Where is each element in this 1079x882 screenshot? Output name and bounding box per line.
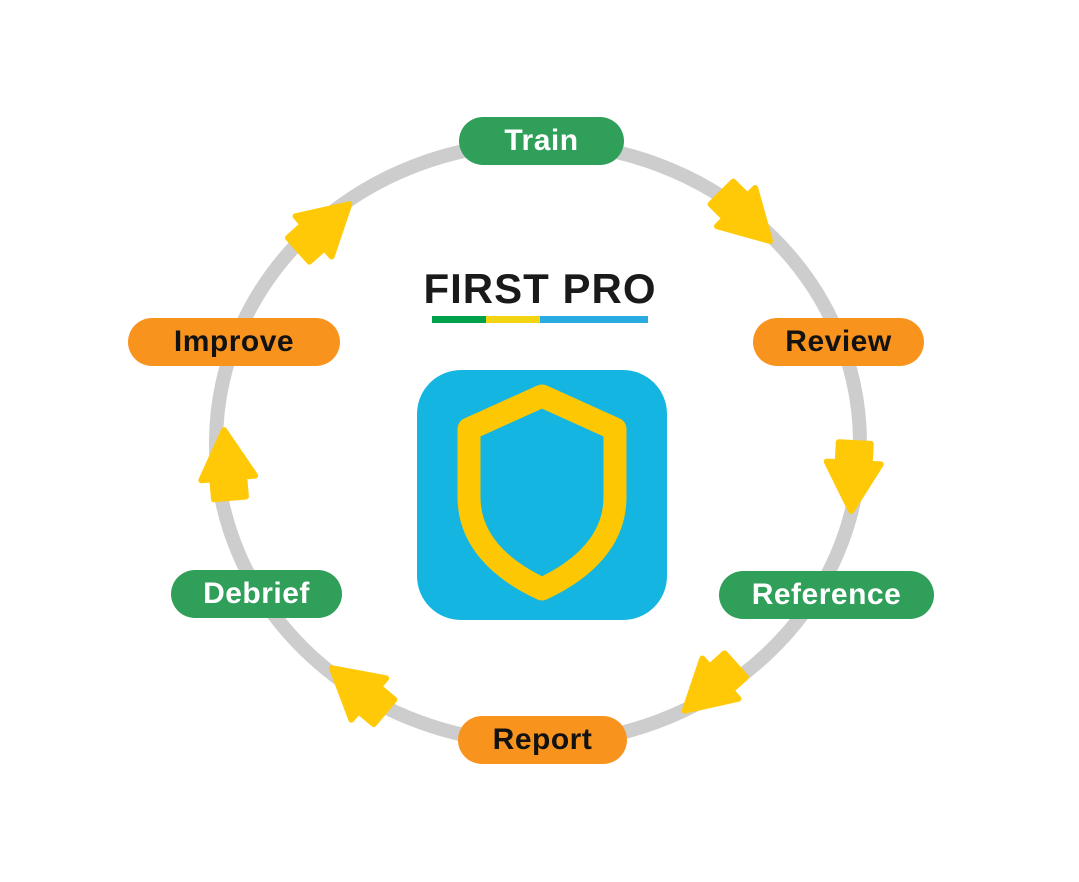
step-pill-train: Train <box>459 117 624 165</box>
underline-green-segment <box>432 316 486 323</box>
step-label-debrief: Debrief <box>203 577 310 610</box>
step-pill-review: Review <box>753 318 924 366</box>
shield-outline <box>457 384 627 601</box>
brand-block: FIRST PRO <box>324 266 756 323</box>
underline-blue-segment <box>540 316 648 323</box>
brand-underline <box>432 316 648 323</box>
brand-app-icon <box>417 370 667 620</box>
step-label-improve: Improve <box>173 325 295 358</box>
step-label-review: Review <box>785 325 892 358</box>
underline-yellow-segment <box>486 316 540 323</box>
flow-arrow-review-to-reference <box>823 439 884 514</box>
flow-arrow-improve-to-train <box>285 201 353 265</box>
step-pill-debrief: Debrief <box>171 570 342 618</box>
step-pill-report: Report <box>458 716 627 764</box>
brand-name: FIRST PRO <box>423 265 657 312</box>
flow-arrow-report-to-debrief <box>328 665 398 728</box>
flow-arrow-debrief-to-improve <box>198 427 259 503</box>
step-label-report: Report <box>492 723 593 756</box>
step-pill-improve: Improve <box>128 318 340 366</box>
step-pill-reference: Reference <box>719 571 934 619</box>
step-label-reference: Reference <box>751 578 902 611</box>
flow-arrow-train-to-review <box>707 178 774 245</box>
step-label-train: Train <box>504 124 579 157</box>
flow-arrow-reference-to-report <box>681 650 749 714</box>
shield-icon <box>457 384 627 601</box>
